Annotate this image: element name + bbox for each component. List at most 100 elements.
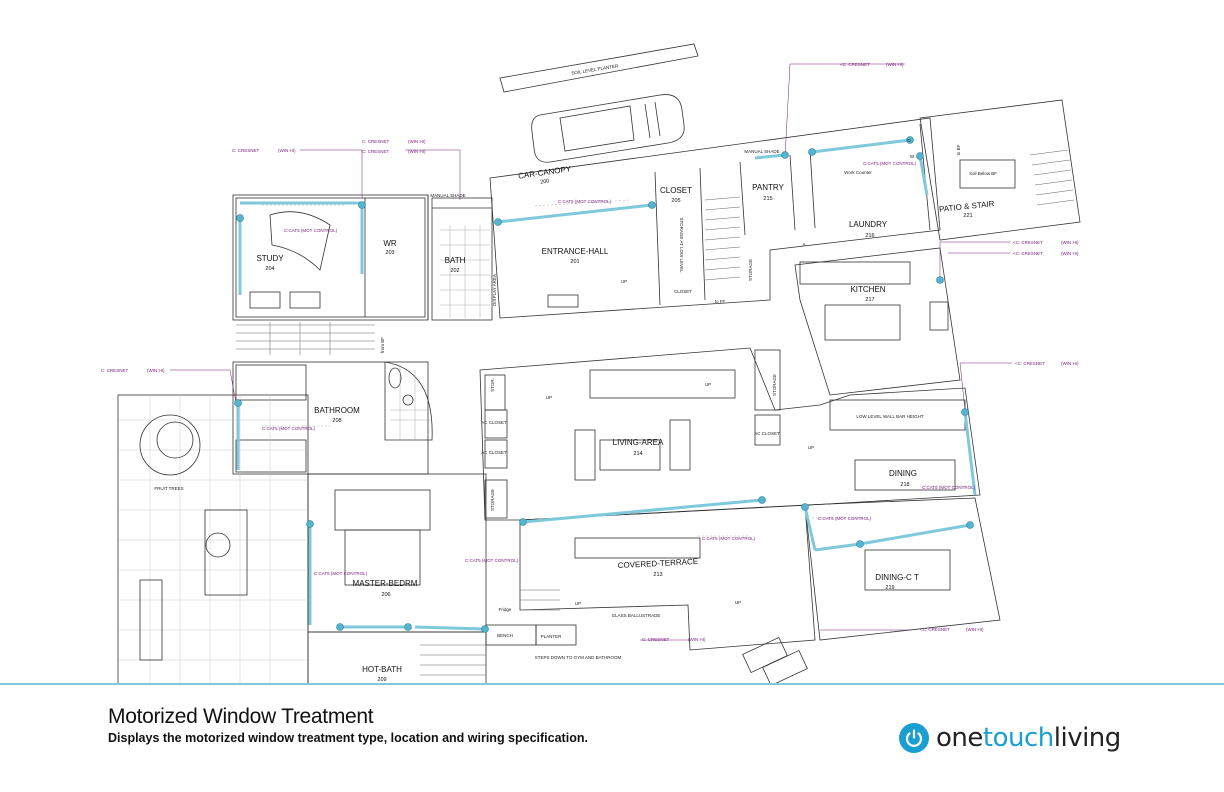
glass-balustrade-label: GLASS BALLUSTRADE: [612, 613, 661, 618]
annot-winhi-4: (WIN HI): [886, 62, 904, 67]
room-bathroom-number: 208: [332, 418, 341, 424]
annot-cat5-dining-ct: C:CAT5 (MOT CONTROL): [818, 516, 872, 521]
up-label-4: UP: [808, 445, 814, 450]
annot-cat5-dining: C:CAT5 (MOT CONTROL): [922, 485, 976, 490]
annot-cresnet-2: C: CRESNET: [362, 139, 390, 144]
annot-winhi-8: (WIN HI): [147, 368, 165, 373]
brand-logo: onetouchliving: [899, 721, 1121, 755]
annot-cresnet-5: <C: CRESNET: [1013, 240, 1043, 245]
up-label-5: UP: [575, 601, 581, 606]
room-bathroom: BATHROOM: [314, 406, 360, 415]
stor-label: STOR.: [490, 378, 495, 392]
room-entrance-hall-number: 201: [570, 259, 579, 265]
room-patio-stair: PATIO & STAIR: [939, 199, 995, 214]
annot-winhi-7: (WIN HI): [1061, 361, 1079, 366]
fruit-trees-label: FRUIT TREES: [154, 486, 183, 491]
up-label-3: UP: [705, 382, 711, 387]
annot-cat5-study: C:CAT5 (MOT CONTROL): [284, 228, 338, 233]
window-dining-ct-mid: [814, 542, 861, 552]
room-covered-terrace: COVERED-TERRACE: [617, 557, 698, 570]
window-patio: [918, 155, 929, 196]
room-dining: DINING: [889, 469, 917, 478]
annot-cresnet-4: <C: CRESNET: [840, 62, 870, 67]
room-study-number: 204: [265, 266, 274, 272]
room-laundry: LAUNDRY: [849, 220, 888, 229]
room-dining-ct: DINING-C T: [875, 573, 919, 582]
room-bath: BATH: [445, 256, 466, 265]
power-icon: [899, 723, 929, 753]
room-study: STUDY: [256, 254, 284, 263]
window-dining-ct-top: [859, 523, 971, 546]
annot-cresnet-10: <C: CRESNET: [920, 627, 950, 632]
room-dining-ct-number: 219: [885, 585, 894, 591]
annot-cresnet-6: <C: CRESNET: [1013, 251, 1043, 256]
room-kitchen: KITCHEN: [850, 285, 885, 294]
door-d-label: D: [907, 138, 911, 143]
annot-cat5-laundry: C:CAT5 (MOT CONTROL): [863, 161, 917, 166]
manual-shade-label: MANUAL SHADE: [430, 193, 465, 198]
annot-cresnet-8: C: CRESNET: [101, 368, 129, 373]
annot-winhi-6: (WIN HI): [1061, 251, 1079, 256]
storage-label-1: STORAGE: [748, 259, 753, 281]
brand-name-part-3: living: [1053, 723, 1122, 753]
room-laundry-number: 216: [865, 233, 874, 239]
window-dining: [963, 411, 977, 496]
ac-closet-label-2: AC CLOSET: [481, 450, 507, 455]
car-icon: [531, 94, 685, 163]
room-closet-number: 205: [671, 198, 680, 204]
window-entrance-hall: [497, 203, 653, 224]
up-label-1: UP: [621, 279, 627, 284]
planter-label: PLANTER: [541, 634, 563, 639]
room-wr-number: 203: [385, 250, 394, 256]
annot-cresnet-3: C: CRESNET: [362, 149, 390, 154]
footer-divider: [0, 683, 1224, 685]
window-living-area: [522, 498, 763, 524]
annot-cat5-bathroom: C:CAT5 (MOT CONTROL): [262, 426, 316, 431]
annot-winhi-2: (WIN HI): [408, 139, 426, 144]
annot-winhi-3: (WIN HI): [408, 149, 426, 154]
work-counter-label: Work Counter: [844, 170, 872, 175]
door-w-label: W: [910, 154, 915, 159]
room-bath-number: 202: [450, 268, 459, 274]
annot-cat5-entrance: C:CAT5 (MOT CONTROL): [558, 199, 612, 204]
annot-winhi-5: (WIN HI): [1061, 240, 1079, 245]
from-bf-label: from BF: [380, 337, 385, 353]
room-master-bedrm: MASTER-BEDRM: [353, 579, 418, 588]
low-wall-label: LOW LEVEL WALL BAR HEIGHT: [856, 414, 924, 419]
to-bf-label: to BF: [956, 144, 961, 155]
room-living-area-number: 214: [633, 451, 642, 457]
window-dining-ct-left: [803, 506, 817, 551]
annot-winhi-1: (WIN HI): [278, 148, 296, 153]
ac-closet-label-1: AC CLOSET: [481, 420, 507, 425]
up-label-6: UP: [735, 600, 741, 605]
room-covered-terrace-number: 213: [653, 572, 662, 578]
closet-small-label: CLOSET: [674, 289, 692, 294]
room-hot-bath: HOT-BATH: [362, 665, 402, 674]
fridge-label: Fridge: [499, 607, 512, 612]
page-title: Motorized Window Treatment: [108, 705, 374, 728]
floor-plan: STUDY 204 WR 203 BATH 202 CAR-CANOPY 200…: [101, 43, 1081, 684]
window-hot-bath: [414, 625, 486, 631]
display-area-label: DISPLAY AREA: [492, 274, 497, 306]
room-kitchen-number: 217: [865, 297, 874, 303]
wall-entrance-block: [489, 117, 941, 319]
storage-label-2: STORAGE: [772, 374, 777, 396]
annot-cat5-terrace-left: C:CAT5 (MOT CONTROL): [465, 558, 519, 563]
room-master-bedrm-number: 206: [381, 592, 390, 598]
window-laundry: [811, 138, 911, 154]
brand-name-part-1: one: [936, 723, 983, 753]
room-pantry-number: 215: [763, 196, 772, 202]
room-hot-bath-number: 209: [377, 677, 386, 683]
up-label-2: UP: [546, 395, 552, 400]
pool-deck: [117, 394, 309, 684]
room-wr: WR: [383, 239, 397, 248]
page-subtitle: Displays the motorized window treatment …: [108, 731, 588, 745]
annot-cresnet-9: C: CRESNET: [642, 637, 670, 642]
room-living-area: LIVING-AREA: [613, 438, 664, 447]
soil-planter-label: SOIL LEVEL PLANTER: [571, 63, 619, 75]
room-pantry: PANTRY: [752, 183, 784, 192]
soil-planter: [499, 43, 699, 93]
annot-cresnet-7: <C: CRESNET: [1015, 361, 1045, 366]
room-dining-number: 218: [900, 482, 909, 488]
ac-closet-label-3: AC CLOSET: [754, 431, 780, 436]
